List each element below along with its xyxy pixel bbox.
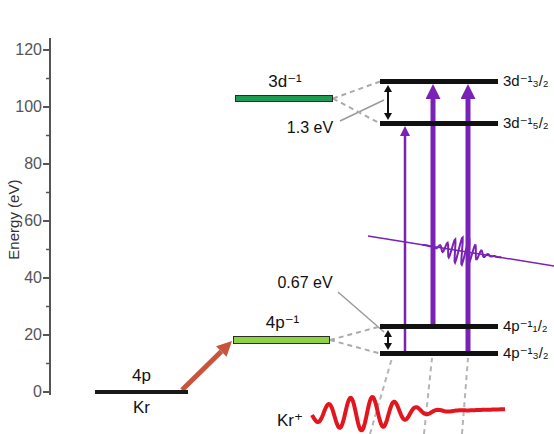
- minor-tick: [46, 135, 50, 137]
- ionizing-pulse: [312, 397, 505, 430]
- fine-structure-level: 4p⁻¹₁/₂: [380, 324, 498, 329]
- transition-arrow: [404, 136, 407, 351]
- major-tick: [43, 391, 50, 393]
- probe-beam: [368, 236, 554, 266]
- level-label: 4p⁻¹₃/₂: [503, 344, 549, 361]
- tick-label: 60: [24, 212, 42, 230]
- splitting-guide: [330, 327, 380, 341]
- splitting-guide: [333, 82, 380, 99]
- minor-tick: [46, 363, 50, 365]
- ground-level: 4pKr: [95, 390, 188, 394]
- splitting-guide: [333, 99, 380, 124]
- energy-axis: [49, 38, 51, 395]
- transition-arrow: [431, 99, 436, 324]
- level-label: 4p: [132, 366, 151, 386]
- ion-level-box: 4p⁻¹: [233, 336, 330, 344]
- transition-arrow: [466, 99, 471, 351]
- minor-tick: [46, 249, 50, 251]
- leader-lines: [338, 100, 384, 332]
- arrow-head: [384, 330, 392, 337]
- splitting-line: [387, 336, 389, 344]
- fine-structure-level: 3d⁻¹₅/₂: [380, 121, 498, 126]
- axis-title: Energy (eV): [5, 180, 22, 260]
- arrow-head: [384, 113, 392, 120]
- major-tick: [43, 277, 50, 279]
- major-tick: [43, 220, 50, 222]
- tick-label: 80: [24, 155, 42, 173]
- level-label: 3d⁻¹₃/₂: [503, 72, 549, 89]
- tick-label: 120: [15, 41, 42, 59]
- fine-structure-level: 4p⁻¹₃/₂: [380, 351, 498, 356]
- guide-line: [424, 358, 432, 434]
- ion-label: Kr⁺: [277, 411, 303, 431]
- guide-line: [462, 358, 468, 434]
- axis-ticks: [43, 50, 50, 392]
- leader-line: [340, 100, 384, 121]
- major-tick: [43, 106, 50, 108]
- level-label: Kr: [133, 398, 150, 418]
- level-label: 4p⁻¹: [266, 313, 300, 333]
- fine-structure-level: 3d⁻¹₃/₂: [380, 79, 498, 84]
- tick-label: 0: [33, 383, 42, 401]
- splitting-value: 1.3 eV: [287, 119, 333, 137]
- tick-label: 100: [15, 98, 42, 116]
- tick-label: 40: [24, 269, 42, 287]
- minor-tick: [46, 78, 50, 80]
- ionization-arrow: [182, 351, 221, 390]
- splitting-guide: [330, 340, 380, 354]
- arrow-head: [384, 85, 392, 92]
- major-tick: [43, 163, 50, 165]
- splitting-line: [387, 91, 389, 114]
- minor-tick: [46, 306, 50, 308]
- major-tick: [43, 334, 50, 336]
- leader-line: [338, 292, 384, 332]
- major-tick: [43, 49, 50, 51]
- arrow-head: [384, 343, 392, 350]
- level-label: 3d⁻¹: [268, 72, 302, 92]
- level-label: 3d⁻¹₅/₂: [503, 114, 549, 131]
- splitting-value: 0.67 eV: [277, 274, 332, 292]
- level-label: 4p⁻¹₁/₂: [503, 317, 548, 334]
- ion-level-box: 3d⁻¹: [235, 95, 333, 102]
- tick-label: 20: [24, 326, 42, 344]
- minor-tick: [46, 192, 50, 194]
